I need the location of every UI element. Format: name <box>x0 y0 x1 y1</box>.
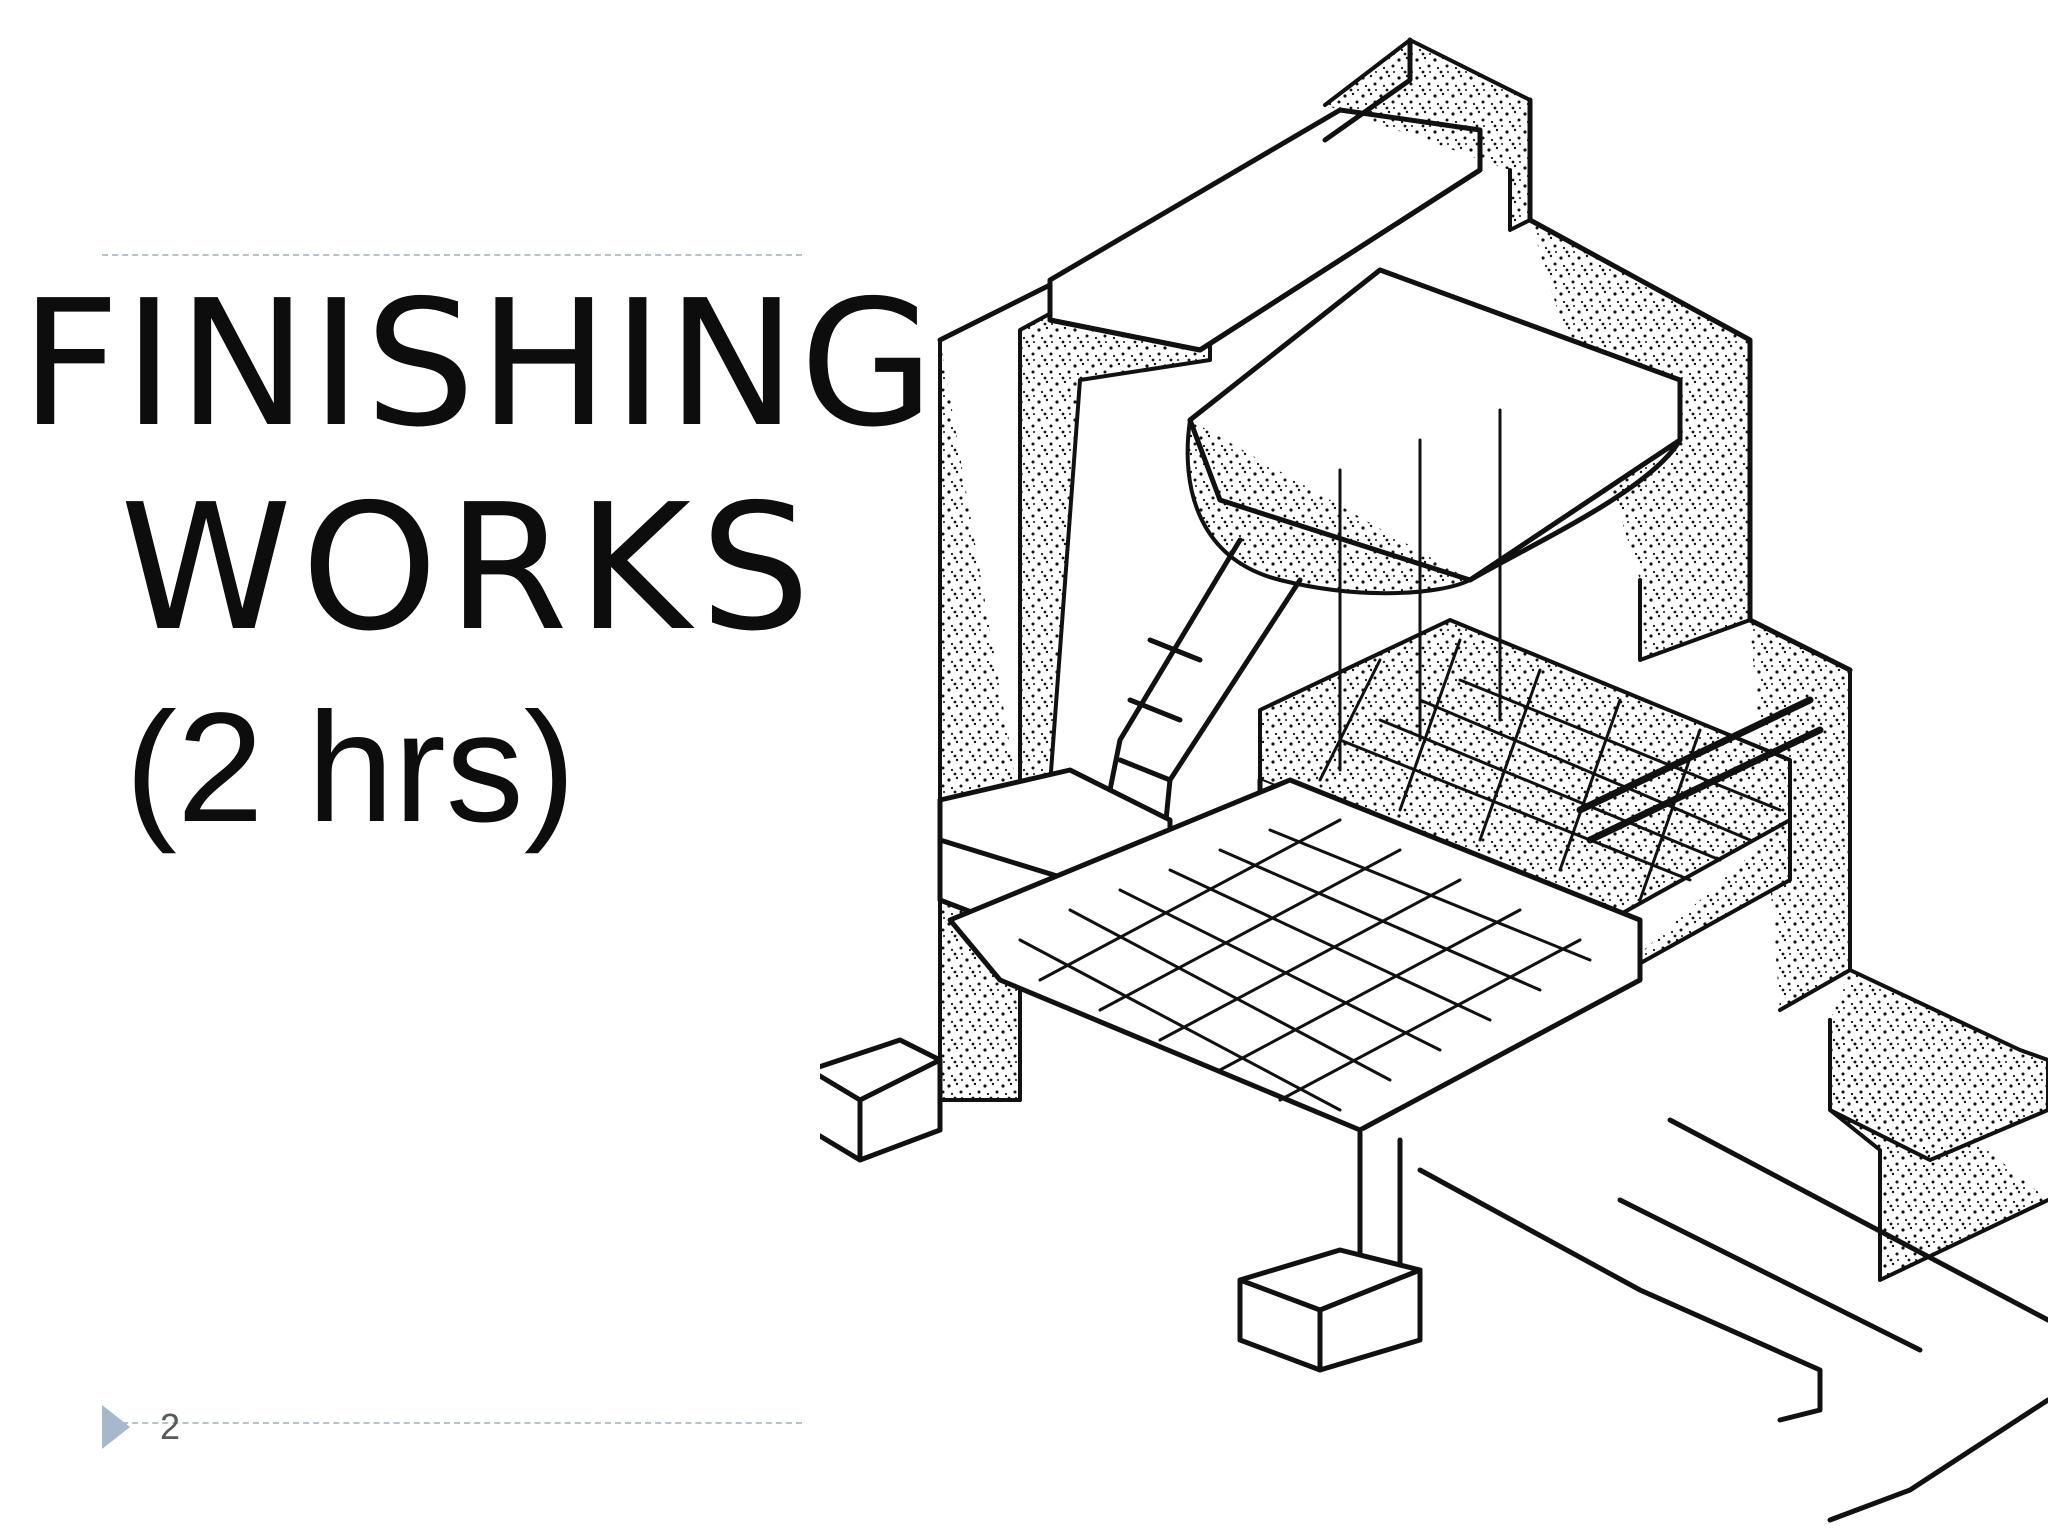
title-line-2: WORKS <box>120 467 820 670</box>
title-line-3: (2 hrs) <box>125 681 576 855</box>
building-section-illustration <box>820 37 2048 1523</box>
bottom-divider <box>102 1422 802 1424</box>
page-number: 2 <box>160 1406 181 1447</box>
play-triangle-icon <box>102 1405 130 1449</box>
slide-title: FINISHING WORKS (2 hrs) <box>20 263 938 855</box>
slide-footer: 2 <box>102 1402 180 1452</box>
top-divider <box>102 254 802 256</box>
title-line-1: FINISHING <box>20 263 938 466</box>
